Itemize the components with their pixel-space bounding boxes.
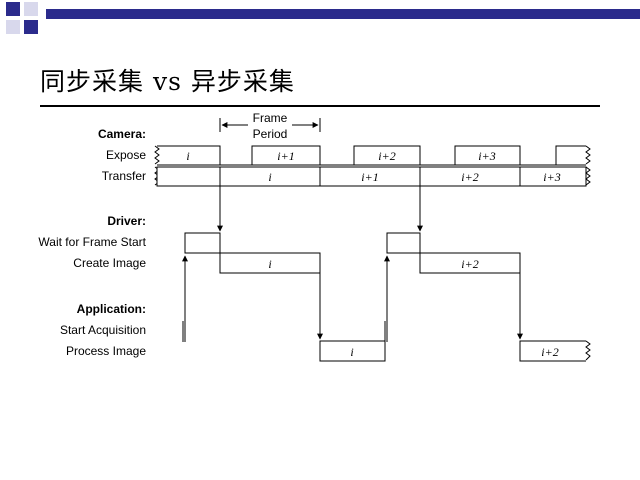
row-label-expose: Expose [106, 148, 146, 162]
transfer-frame-label: i+1 [361, 170, 378, 184]
row-label-create-image: Create Image [73, 256, 146, 270]
create-image-frame-label: i+2 [461, 257, 478, 271]
process-image-frame-label: i+2 [541, 345, 558, 359]
expose-frame-label: i+1 [277, 149, 294, 163]
row-label-start-acquisition: Start Acquisition [60, 323, 146, 337]
corner-square [6, 20, 20, 34]
wait-box [386, 232, 421, 254]
expose-frame-label: i+2 [378, 149, 395, 163]
expose-zigzag-right [585, 145, 591, 165]
transfer-bar [156, 166, 587, 187]
corner-decoration [6, 2, 640, 34]
frame-period-label-line2: Period [253, 127, 288, 141]
process-image-box [519, 340, 586, 362]
corner-square [24, 20, 38, 34]
frame-period-label-line1: Frame [253, 111, 288, 125]
corner-square [6, 2, 20, 16]
wait-box [184, 232, 221, 254]
process-image-box [319, 340, 386, 362]
transfer-zigzag-right [585, 166, 591, 186]
section-camera: Camera: [98, 127, 146, 141]
process-zigzag-right [585, 340, 591, 361]
create-image-box [219, 252, 321, 274]
transfer-frame-label: i+3 [543, 170, 560, 184]
transfer-frame-label: i [268, 170, 271, 184]
accent-bar [46, 9, 640, 19]
create-image-box [419, 252, 521, 274]
expose-frame-label: i [186, 149, 189, 163]
row-label-process-image: Process Image [66, 344, 146, 358]
row-label-transfer: Transfer [102, 169, 146, 183]
section-application: Application: [77, 302, 146, 316]
process-image-frame-label: i [350, 345, 353, 359]
row-label-wait-for-frame-start: Wait for Frame Start [38, 235, 146, 249]
transfer-frame-label: i+2 [461, 170, 478, 184]
expose-zigzag-left [154, 145, 160, 165]
expose-frame-label: i+3 [478, 149, 495, 163]
expose-signal [157, 145, 586, 166]
corner-square [24, 2, 38, 16]
title-underline [40, 105, 600, 107]
section-driver: Driver: [107, 214, 146, 228]
slide-title: 同步采集 vs 异步采集 [40, 67, 295, 96]
create-image-frame-label: i [268, 257, 271, 271]
